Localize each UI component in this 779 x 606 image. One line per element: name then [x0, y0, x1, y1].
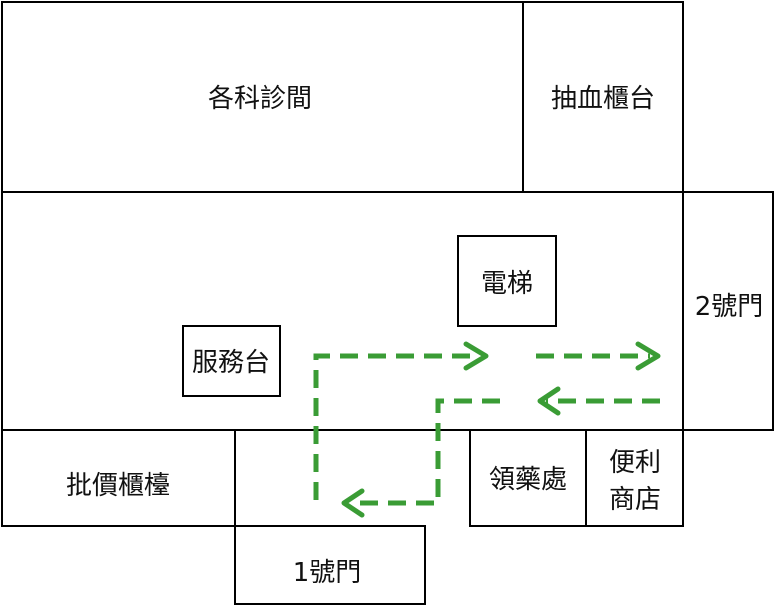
route-back-to-gate1	[350, 398, 500, 506]
gate1-label: 1號門	[293, 558, 362, 588]
gate2-area	[682, 191, 774, 431]
elevator-box	[457, 235, 557, 327]
store-label-line2: 商店	[609, 485, 661, 515]
pharmacy-room	[469, 429, 587, 527]
pharmacy-label: 領藥處	[489, 465, 567, 495]
clinics-label: 各科診間	[208, 84, 312, 114]
route-gate1-arrowhead	[463, 341, 489, 371]
store-label-line1: 便利	[609, 448, 661, 478]
convenience-store-room	[585, 429, 684, 527]
main-hall	[1, 191, 684, 431]
blood-draw-room	[522, 1, 684, 193]
service-desk-box	[182, 325, 281, 397]
service-desk-label: 服務台	[192, 348, 270, 378]
gate1-area	[234, 525, 426, 605]
route-to-gate2-arrowhead	[635, 341, 661, 371]
blood-draw-label: 抽血櫃台	[551, 84, 655, 114]
clinics-room	[1, 1, 524, 193]
gate2-label: 2號門	[695, 292, 764, 322]
pricing-counter-label: 批價櫃檯	[66, 471, 170, 501]
route-back-to-gate1-arrowhead	[341, 488, 365, 518]
route-gate1-to-hall	[313, 353, 480, 500]
pricing-counter-room	[1, 429, 236, 527]
elevator-label: 電梯	[481, 269, 533, 299]
route-from-gate2-arrowhead	[537, 386, 561, 416]
